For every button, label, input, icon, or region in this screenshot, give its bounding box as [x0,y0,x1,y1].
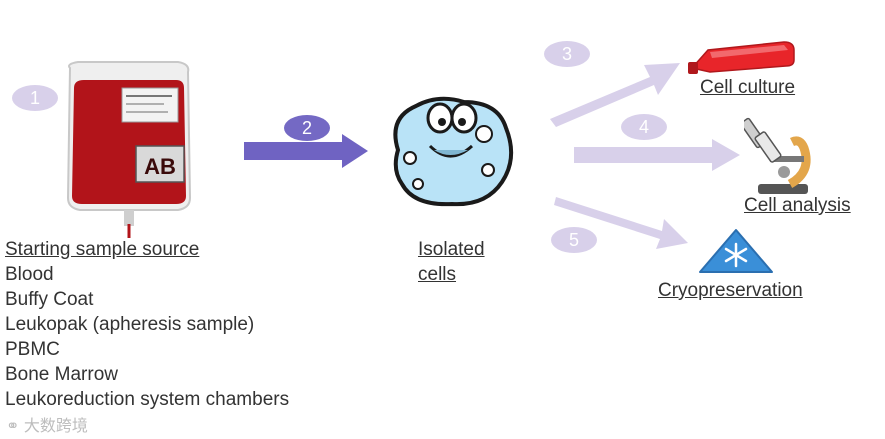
bag-label: AB [144,154,176,179]
cartoon-cell-icon [393,96,514,207]
source-item: Blood [5,264,54,285]
watermark-logo-icon: ⚭ [6,418,20,435]
step-badge-5: 5 [551,227,597,253]
step-badge-4: 4 [621,114,667,140]
culture-flask-icon [688,41,795,74]
isolated-label-line2: cells [418,264,457,285]
source-item: Bone Marrow [5,364,118,385]
step-badge-3: 3 [544,41,590,67]
step-badge-2: 2 [284,115,330,141]
microscope-icon [744,117,811,194]
snowflake-icon [699,229,773,273]
source-item: Leukoreduction system chambers [5,389,290,410]
source-item: PBMC [5,339,60,360]
blood-bag-icon: AB [66,61,192,238]
arrow-to-analysis [574,139,740,171]
arrow-to-cryo [554,197,688,249]
cell-analysis-label: Cell analysis [744,195,851,216]
isolated-label-line1: Isolated [418,239,485,260]
source-item: Buffy Coat [5,289,94,310]
cell-culture-label: Cell culture [700,77,796,98]
source-list: Starting sample source Blood Buffy Coat … [5,237,289,412]
watermark: ⚭ 大数跨境 [6,412,88,436]
arrow-to-isolated [244,134,368,168]
watermark-text: 大数跨境 [23,418,88,435]
cryopreservation-label: Cryopreservation [658,280,803,301]
source-title: Starting sample source [5,239,200,260]
source-item: Leukopak (apheresis sample) [5,314,255,335]
arrow-to-culture [550,63,680,127]
step-badge-1: 1 [12,85,58,111]
